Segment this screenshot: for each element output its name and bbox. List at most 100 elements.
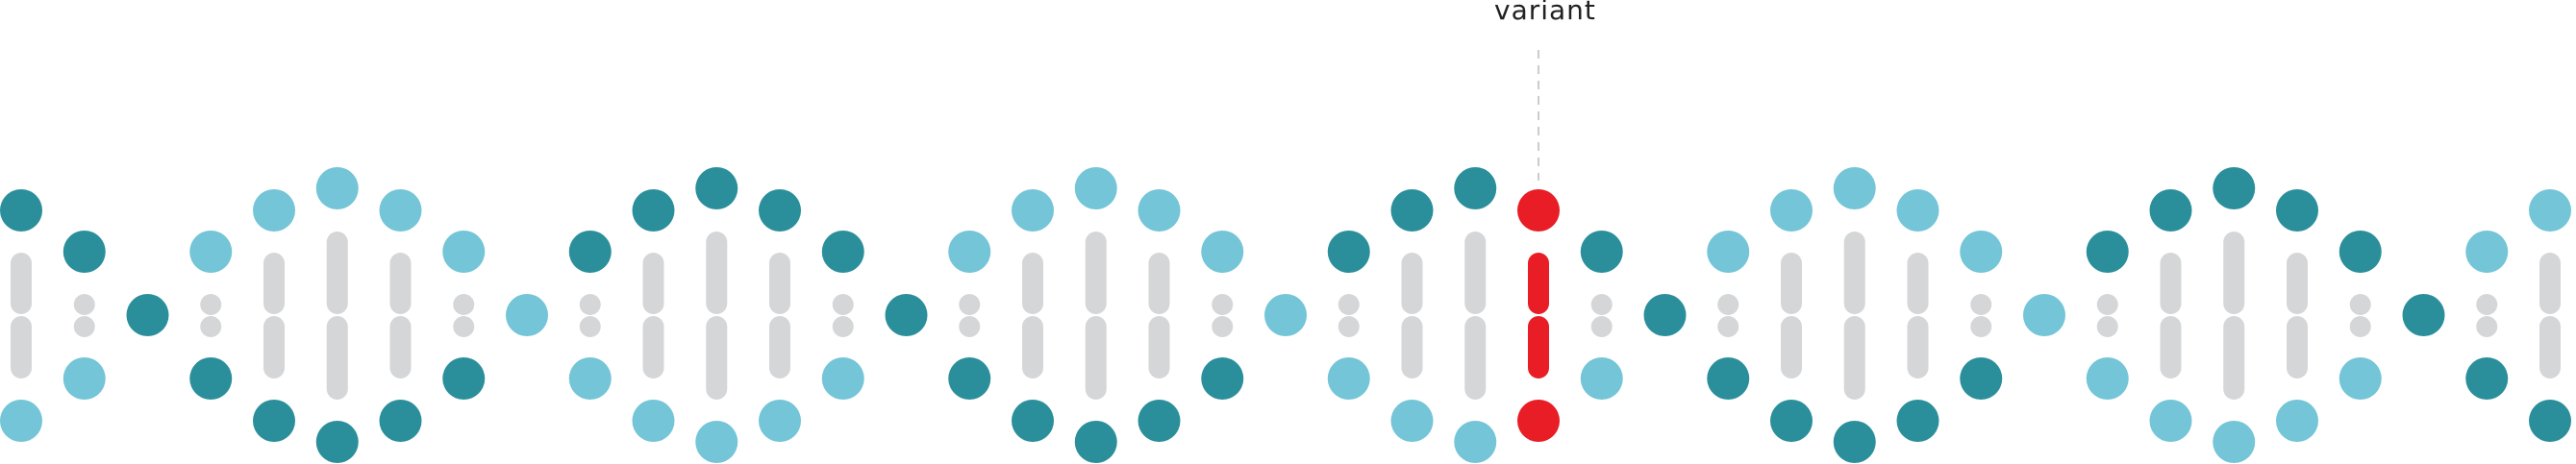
nucleotide-dot-top (821, 231, 864, 273)
bond-bar (2287, 316, 2308, 379)
bond-dot (453, 316, 475, 337)
nucleotide-dot-top (2338, 231, 2382, 273)
nucleotide-dot-top (1454, 167, 1497, 209)
base-pair-column (632, 189, 675, 442)
nucleotide-dot-bottom (1138, 400, 1181, 442)
bond-bar (769, 253, 790, 314)
bond-dot (1590, 316, 1613, 337)
base-pair-column (2149, 189, 2192, 442)
base-pair-column (1012, 189, 1054, 442)
nucleotide-dot-bottom (1454, 421, 1497, 463)
bond-dot (1212, 294, 1234, 315)
bond-dot (579, 294, 601, 315)
bond-dot (73, 316, 95, 337)
bond-bar (1907, 253, 1929, 314)
nucleotide-dot-bottom (695, 421, 738, 463)
nucleotide-dot-top (379, 189, 422, 232)
bond-bar (769, 316, 790, 379)
bond-dot (1970, 316, 1992, 337)
nucleotide-dot-bottom (1707, 357, 1750, 400)
nucleotide-dot-bottom (63, 357, 106, 400)
bond-bar (2223, 316, 2245, 400)
base-pair-column (568, 231, 612, 400)
variant-base-pair (1517, 189, 1560, 442)
nucleotide-dot-top (568, 231, 612, 273)
nucleotide-dot-bottom (442, 357, 486, 400)
nucleotide-dot-bottom (379, 400, 422, 442)
base-pair-column (1707, 231, 1750, 400)
base-pair-column (1327, 231, 1370, 400)
nucleotide-dot-bottom (759, 400, 801, 442)
base-pair-column (1074, 167, 1117, 463)
nucleotide-dot-top (253, 189, 295, 232)
bond-dot (2349, 316, 2371, 337)
base-pair-column (2465, 231, 2509, 400)
bond-dot (959, 316, 981, 337)
nucleotide-dot (1264, 294, 1307, 336)
nucleotide-dot-bottom (1770, 400, 1813, 442)
nucleotide-dot-bottom (1201, 357, 1244, 400)
bond-bar (1148, 253, 1170, 314)
base-pair-column (2529, 189, 2571, 442)
helix-columns (0, 167, 2571, 463)
bond-dot (1212, 316, 1234, 337)
bond-dot (200, 316, 222, 337)
nucleotide-dot-bottom (1960, 357, 2003, 400)
bond-dot (1338, 316, 1360, 337)
nucleotide-dot-bottom (2276, 400, 2318, 442)
bond-dot (2476, 316, 2498, 337)
nucleotide-dot-bottom (1074, 421, 1117, 463)
bond-dot (579, 316, 601, 337)
base-pair-column (1770, 189, 1813, 442)
base-pair-column (126, 294, 169, 336)
bond-bar (2539, 253, 2561, 314)
nucleotide-dot-bottom (2149, 400, 2192, 442)
base-pair-column (1390, 189, 1434, 442)
nucleotide-dot-top (1327, 231, 1370, 273)
nucleotide-dot-bottom (2086, 357, 2129, 400)
base-pair-column (63, 231, 106, 400)
nucleotide-dot (2023, 294, 2065, 336)
base-pair-column (253, 189, 295, 442)
bond-bar (1528, 253, 1549, 314)
bond-bar (1085, 316, 1107, 400)
nucleotide-dot-bottom (1327, 357, 1370, 400)
nucleotide-dot-bottom (1012, 400, 1054, 442)
nucleotide-dot-top (1138, 189, 1181, 232)
bond-dot (1970, 294, 1992, 315)
bond-bar (2160, 316, 2182, 379)
nucleotide-dot-bottom (1517, 400, 1560, 442)
nucleotide-dot-top (2149, 189, 2192, 232)
base-pair-column (1643, 294, 1687, 336)
bond-dot (2476, 294, 2498, 315)
base-pair-column (1833, 167, 1876, 463)
bond-dot (959, 294, 981, 315)
base-pair-column (1580, 231, 1623, 400)
bond-bar (1464, 316, 1487, 400)
base-pair-column (442, 231, 486, 400)
nucleotide-dot-bottom (2338, 357, 2382, 400)
nucleotide-dot-top (1770, 189, 1813, 232)
nucleotide-dot-top (2465, 231, 2509, 273)
bond-bar (326, 232, 348, 314)
base-pair-column (506, 294, 548, 336)
nucleotide-dot-bottom (1580, 357, 1623, 400)
nucleotide-dot-top (442, 231, 486, 273)
base-pair-column (759, 189, 801, 442)
base-pair-column (695, 167, 738, 463)
base-pair-column (0, 189, 42, 442)
nucleotide-dot-top (695, 167, 738, 209)
nucleotide-dot-top (0, 189, 42, 232)
nucleotide-dot-top (1960, 231, 2003, 273)
bond-dot (1717, 316, 1739, 337)
bond-bar (1843, 316, 1865, 400)
nucleotide-dot-top (1390, 189, 1434, 232)
nucleotide-dot-bottom (2213, 421, 2256, 463)
base-pair-column (1264, 294, 1307, 336)
bond-bar (2287, 253, 2308, 314)
bond-bar (1907, 316, 1929, 379)
base-pair-column (821, 231, 864, 400)
base-pair-column (2402, 294, 2445, 336)
base-pair-column (1454, 167, 1497, 463)
bond-dot (2349, 294, 2371, 315)
